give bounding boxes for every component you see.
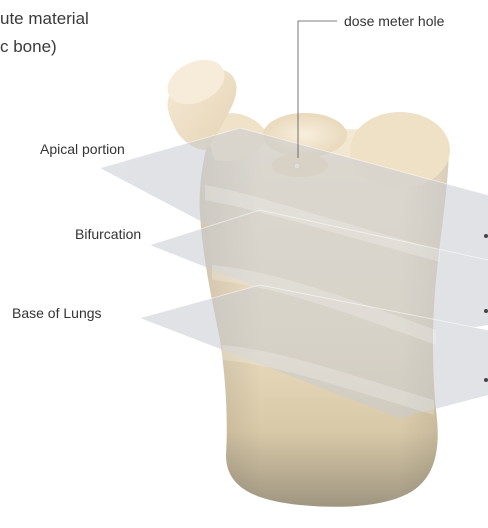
bifurcation-marker [484,309,488,313]
base-marker [484,378,488,382]
apical-marker [484,234,488,238]
